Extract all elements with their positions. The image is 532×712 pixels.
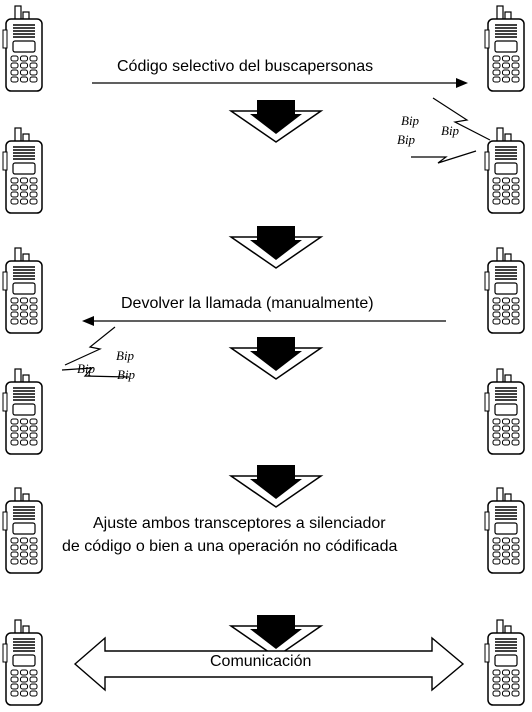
beep-text: Bip (401, 113, 420, 128)
communication-double-arrow (73, 636, 465, 692)
beep-text: Bip (116, 348, 135, 363)
step-down-arrow (228, 337, 324, 380)
signal-bolt-icon (64, 326, 116, 366)
step-down-arrow (228, 226, 324, 269)
step-down-arrow (228, 615, 324, 658)
transceiver-icon (484, 247, 525, 334)
transceiver-icon (2, 5, 43, 92)
transceiver-icon (2, 247, 43, 334)
transceiver-icon (484, 619, 525, 706)
page-call-arrow (92, 78, 468, 88)
squelch-instruction-line-2: de código o bien a una operación no códi… (62, 538, 398, 555)
step-down-arrow (228, 100, 324, 143)
beep-text: Bip (117, 367, 136, 382)
transceiver-icon (2, 619, 43, 706)
beep-text: Bip (77, 361, 96, 376)
call-back-arrow (82, 316, 446, 326)
signal-bolt-icon (432, 97, 491, 141)
transceiver-icon (2, 127, 43, 214)
beep-text: Bip (441, 123, 460, 138)
transceiver-icon (484, 5, 525, 92)
transceiver-icon (484, 487, 525, 574)
transceiver-icon (2, 487, 43, 574)
communication-label: Comunicación (210, 653, 312, 670)
transceiver-icon (2, 368, 43, 455)
transceiver-icon (484, 368, 525, 455)
beep-text: Bip (397, 132, 416, 147)
step-down-arrow (228, 465, 324, 508)
manual-call-back-label: Devolver la llamada (manualmente) (121, 295, 374, 312)
selective-paging-code-label: Código selectivo del buscapersonas (117, 58, 374, 75)
signal-bolt-icon (411, 150, 477, 164)
squelch-instruction-line-1: Ajuste ambos transceptores a silenciador (93, 515, 386, 532)
signal-bolt-icon (61, 367, 130, 378)
transceiver-icon (484, 127, 525, 214)
